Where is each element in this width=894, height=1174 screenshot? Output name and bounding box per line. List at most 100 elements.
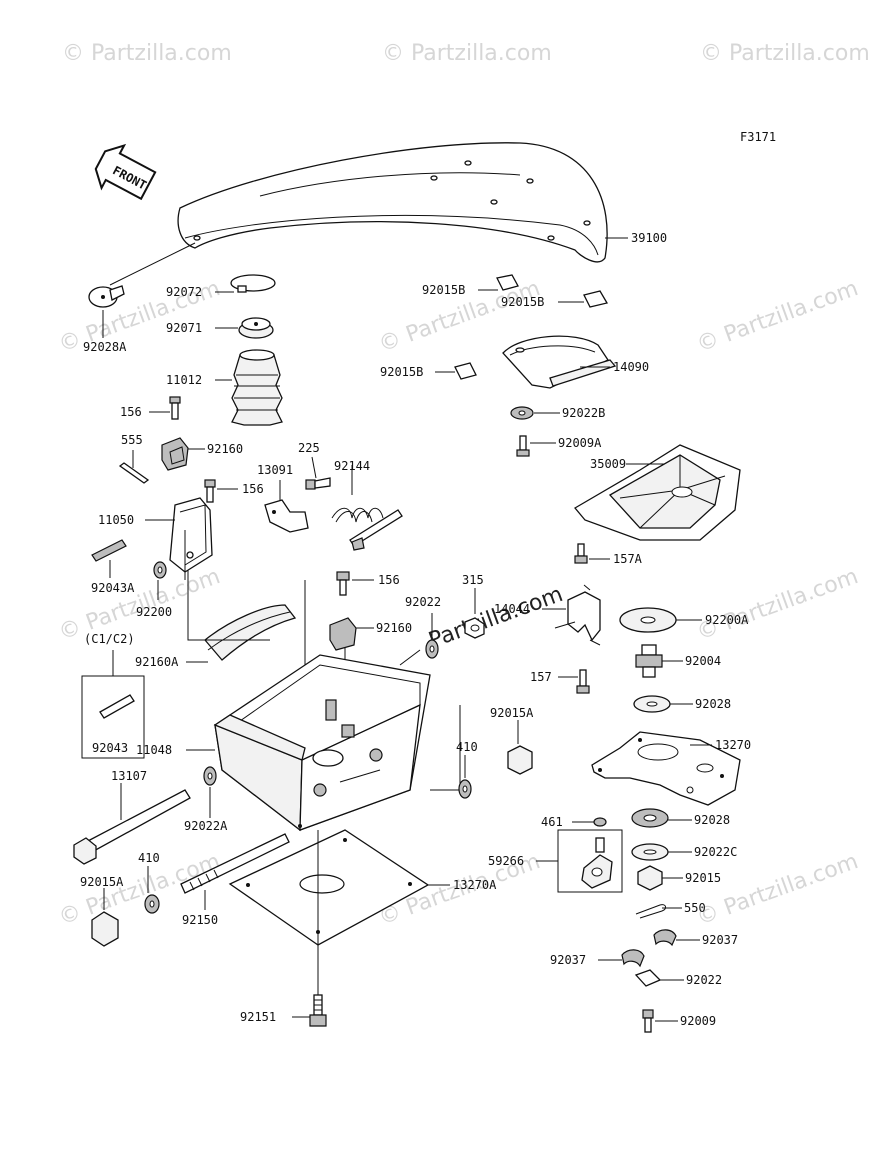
- clamp-band-92072[interactable]: 92072: [166, 274, 276, 299]
- bolt-157A[interactable]: 157A: [574, 543, 643, 566]
- washer-92028-a[interactable]: 92028: [633, 695, 731, 713]
- part-label: 92071: [166, 321, 202, 335]
- spring-pin-92043A[interactable]: 92043A: [91, 539, 135, 595]
- part-label: 92009: [680, 1014, 716, 1028]
- part-label: 92015B: [422, 283, 465, 297]
- washer-410-b[interactable]: 410: [456, 740, 478, 799]
- part-label: 555: [121, 433, 143, 447]
- clip-92022[interactable]: 92022: [634, 969, 722, 987]
- washer-92028-b[interactable]: 92028: [631, 808, 730, 828]
- figure-code: F3171: [740, 130, 776, 144]
- clamp-92037-b[interactable]: 92037: [550, 949, 645, 968]
- part-label: 92015A: [490, 706, 534, 720]
- part-label: 156: [242, 482, 264, 496]
- part-label: 92200: [136, 605, 172, 619]
- stud-bolt-92150[interactable]: 92150: [180, 833, 290, 927]
- group-c1-c2: (C1/C2): [81, 632, 145, 759]
- plate-13270[interactable]: 13270: [591, 731, 751, 806]
- part-label: 92015B: [501, 295, 544, 309]
- nut-92015A-b[interactable]: 92015A: [490, 706, 534, 775]
- cover-14090[interactable]: 14090: [502, 335, 649, 389]
- watermark: © Partzilla.com: [62, 41, 232, 66]
- washer-92200A[interactable]: 92200A: [619, 607, 749, 633]
- hull-cover-39100[interactable]: 39100: [177, 142, 667, 263]
- part-label: 315: [462, 573, 484, 587]
- stud-92004[interactable]: 92004: [635, 644, 721, 678]
- plate-13270A[interactable]: 13270A: [228, 829, 497, 946]
- clip-92015B-c[interactable]: 92015B: [380, 362, 477, 380]
- spring-92144[interactable]: 92144: [331, 459, 403, 551]
- bracket-11050[interactable]: 11050: [98, 497, 213, 573]
- bolt-225[interactable]: 225: [298, 441, 331, 490]
- part-label: 35009: [590, 457, 626, 471]
- clip-92015B-a[interactable]: 92015B: [422, 274, 519, 297]
- pad-92160A[interactable]: 92160A: [135, 604, 297, 669]
- bolt-156-b[interactable]: 156: [204, 479, 264, 503]
- front-arrow-icon: FRONT: [94, 143, 157, 201]
- washer-92200[interactable]: 92200: [136, 561, 172, 619]
- cap-92028A[interactable]: 92028A: [83, 242, 196, 354]
- part-label: 13270A: [453, 878, 497, 892]
- mount-35009[interactable]: 35009: [574, 444, 741, 541]
- screw-92009[interactable]: 92009: [642, 1009, 716, 1033]
- screw-92009A[interactable]: 92009A: [516, 435, 602, 457]
- watermark: © Partzilla.com: [694, 564, 862, 646]
- part-label: 92022B: [562, 406, 605, 420]
- ball-joint-59266[interactable]: [581, 837, 613, 889]
- part-label: 59266: [488, 854, 524, 868]
- watermark: © Partzilla.com: [694, 276, 862, 358]
- washer-92022C[interactable]: 92022C: [631, 843, 737, 861]
- long-bolt-13107[interactable]: 13107: [73, 769, 191, 865]
- part-label: 461: [541, 815, 563, 829]
- part-label: 92160A: [135, 655, 179, 669]
- washer-410-a[interactable]: 410: [138, 851, 160, 914]
- battery-tray-11048[interactable]: 11048: [136, 654, 431, 832]
- part-label: 39100: [631, 231, 667, 245]
- bellows-boot-11012[interactable]: 11012: [166, 349, 283, 426]
- part-label: 156: [378, 573, 400, 587]
- pin-555[interactable]: 555: [118, 433, 150, 484]
- part-label: 92151: [240, 1010, 276, 1024]
- group-59266: 59266: [488, 829, 623, 893]
- nut-92015A-a[interactable]: 92015A: [80, 875, 124, 947]
- washer-92022[interactable]: 92022: [405, 595, 441, 659]
- part-label: 92160: [207, 442, 243, 456]
- bolt-157[interactable]: 157: [530, 669, 590, 694]
- part-label: 13091: [257, 463, 293, 477]
- bolt-156-a[interactable]: 156: [120, 396, 181, 420]
- stopper-92160[interactable]: 92160: [161, 437, 243, 471]
- cotter-pin-550[interactable]: 550: [635, 901, 706, 919]
- washer-92022B[interactable]: 92022B: [510, 406, 605, 420]
- clamp-92037-a[interactable]: 92037: [653, 929, 738, 947]
- bracket-14044[interactable]: 14044: [494, 584, 601, 646]
- group-label: (C1/C2): [84, 632, 135, 646]
- part-label: 92004: [685, 654, 721, 668]
- bracket-13091[interactable]: 13091: [257, 463, 309, 533]
- bolt-92151[interactable]: 92151: [240, 945, 327, 1027]
- nut-461[interactable]: 461: [541, 815, 607, 829]
- bolt-156-c[interactable]: 156: [336, 571, 400, 596]
- clip-92015B-b[interactable]: 92015B: [501, 290, 609, 309]
- part-label: 92028: [694, 813, 730, 827]
- grommet-92071[interactable]: 92071: [166, 317, 274, 339]
- part-label: 14090: [613, 360, 649, 374]
- part-label: 92028: [695, 697, 731, 711]
- part-label: 92043: [92, 741, 128, 755]
- nut-315[interactable]: 315: [462, 573, 485, 639]
- part-label: 92037: [550, 953, 586, 967]
- part-label: 92144: [334, 459, 370, 473]
- part-label: 11048: [136, 743, 172, 757]
- watermark: © Partzilla.com: [382, 41, 552, 66]
- part-label: 92200A: [705, 613, 749, 627]
- part-label: 92022: [686, 973, 722, 987]
- part-label: 92022C: [694, 845, 737, 859]
- pin-92043[interactable]: 92043: [92, 694, 135, 755]
- stopper-92160-b[interactable]: 92160: [329, 617, 412, 651]
- nut-92015[interactable]: 92015: [637, 865, 721, 891]
- washer-92022A[interactable]: 92022A: [184, 766, 228, 833]
- part-label: 92015A: [80, 875, 124, 889]
- part-label: 14044: [494, 602, 530, 616]
- part-label: 410: [138, 851, 160, 865]
- part-label: 92037: [702, 933, 738, 947]
- watermark: © Partzilla.com: [700, 41, 870, 66]
